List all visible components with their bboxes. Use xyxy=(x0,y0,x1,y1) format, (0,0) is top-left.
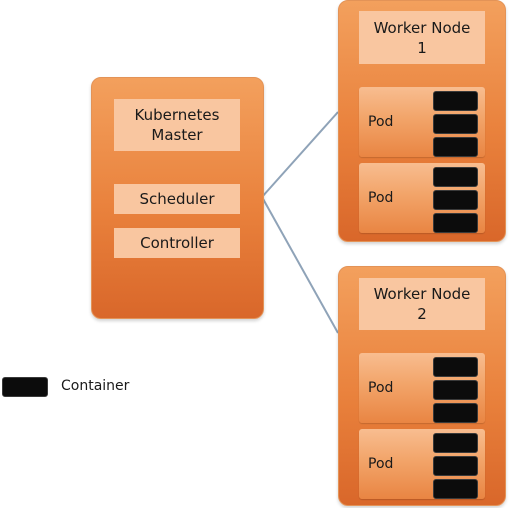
worker-node-1-panel: Worker Node 1 Pod Pod xyxy=(338,0,506,242)
container xyxy=(433,167,478,187)
container xyxy=(433,357,478,377)
pod-label: Pod xyxy=(368,114,394,130)
container xyxy=(433,213,478,233)
container xyxy=(433,433,478,453)
container-stack xyxy=(433,167,478,233)
container xyxy=(433,403,478,423)
controller-box: Controller xyxy=(114,228,240,258)
worker-node-2-title: Worker Node 2 xyxy=(359,278,485,330)
legend-container-label: Container xyxy=(61,378,130,394)
pod: Pod xyxy=(359,87,485,157)
container-stack xyxy=(433,433,478,499)
pod-label: Pod xyxy=(368,190,394,206)
connector-to-worker-node-2 xyxy=(261,196,339,334)
kubernetes-master-panel: Kubernetes Master Scheduler Controller xyxy=(91,77,264,319)
pod-label: Pod xyxy=(368,380,394,396)
container xyxy=(433,479,478,499)
container xyxy=(433,456,478,476)
container xyxy=(433,380,478,400)
pod: Pod xyxy=(359,429,485,499)
connector-to-worker-node-1 xyxy=(261,111,339,198)
legend-container-swatch xyxy=(2,377,48,397)
master-title: Kubernetes Master xyxy=(114,99,240,151)
pod-label: Pod xyxy=(368,456,394,472)
container xyxy=(433,137,478,157)
pod: Pod xyxy=(359,163,485,233)
worker-node-2-panel: Worker Node 2 Pod Pod xyxy=(338,266,506,506)
container-stack xyxy=(433,357,478,423)
container-stack xyxy=(433,91,478,157)
scheduler-box: Scheduler xyxy=(114,184,240,214)
container xyxy=(433,114,478,134)
pod: Pod xyxy=(359,353,485,423)
worker-node-1-title: Worker Node 1 xyxy=(359,11,485,64)
container xyxy=(433,190,478,210)
container xyxy=(433,91,478,111)
